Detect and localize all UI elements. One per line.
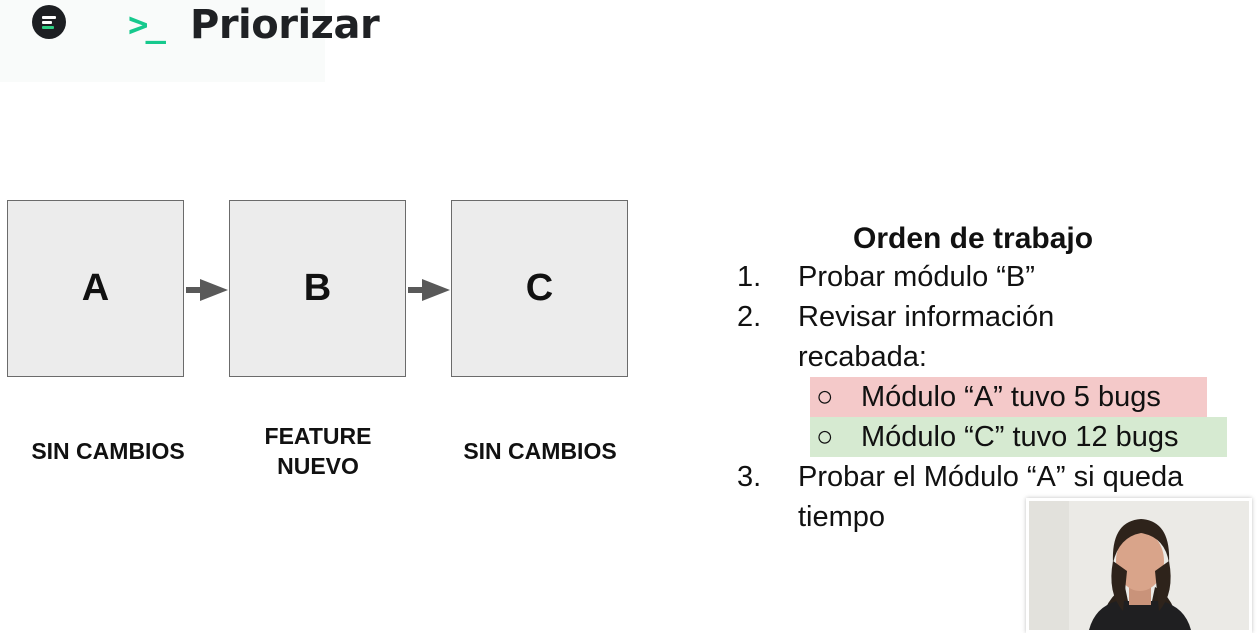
terminal-prompt-icon: >_ <box>128 5 166 45</box>
presenter-video <box>1026 498 1252 633</box>
caption-b-line2: NUEVO <box>277 453 359 479</box>
list-number: 1. <box>737 261 762 293</box>
module-box-b: B <box>229 200 406 377</box>
circle-bullet-icon: ○ <box>816 381 834 413</box>
list-item-text: recabada: <box>798 341 927 373</box>
list-item-text: Probar el Módulo “A” si queda <box>798 461 1184 493</box>
list-number: 2. <box>737 301 762 333</box>
arrow-right-icon <box>186 279 228 301</box>
subitem-text: Módulo “A” tuvo 5 bugs <box>861 381 1161 413</box>
caption-c: SIN CAMBIOS <box>463 438 617 464</box>
list-item-text: Revisar información <box>798 301 1055 333</box>
page-title: Priorizar <box>190 2 380 48</box>
subitem-text: Módulo “C” tuvo 12 bugs <box>861 421 1179 453</box>
order-title: Orden de trabajo <box>853 222 1094 255</box>
caption-a: SIN CAMBIOS <box>31 438 185 464</box>
module-letter: C <box>525 267 554 309</box>
module-box-c: C <box>451 200 628 377</box>
module-box-a: A <box>7 200 184 377</box>
list-number: 3. <box>737 461 762 493</box>
highlighted-subitem-green: ○ Módulo “C” tuvo 12 bugs <box>810 417 1227 457</box>
module-letter: A <box>81 267 110 309</box>
list-item-text: tiempo <box>798 501 886 533</box>
arrow-right-icon <box>408 279 450 301</box>
module-letter: B <box>303 267 332 309</box>
header: >_ Priorizar <box>0 0 380 82</box>
menu-lines-icon <box>32 5 66 39</box>
caption-b-line1: FEATURE <box>264 423 372 449</box>
list-item-text: Probar módulo “B” <box>798 261 1035 293</box>
circle-bullet-icon: ○ <box>816 421 834 453</box>
highlighted-subitem-red: ○ Módulo “A” tuvo 5 bugs <box>810 377 1207 417</box>
